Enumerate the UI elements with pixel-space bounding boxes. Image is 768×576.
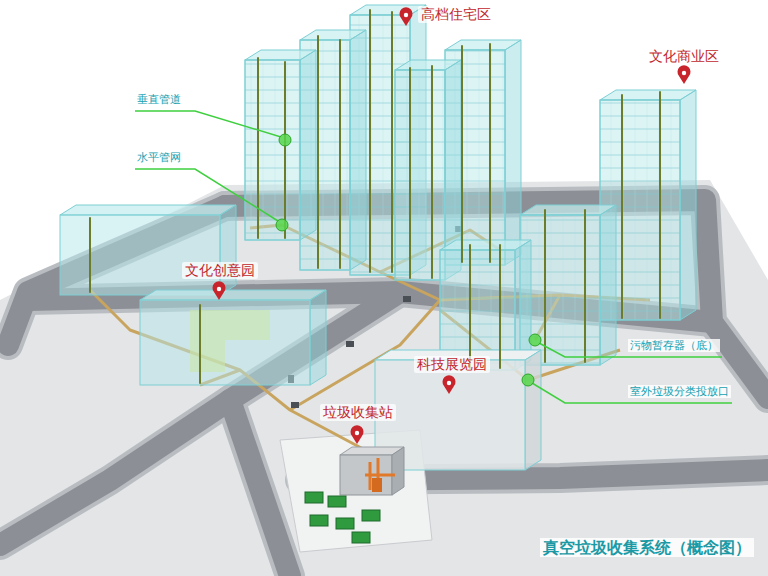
valve <box>346 341 354 347</box>
callout-dot <box>279 134 291 146</box>
floors <box>300 40 350 270</box>
commercial-block <box>520 205 616 365</box>
leader-lines <box>135 111 732 403</box>
pipe <box>90 290 365 450</box>
area-label: 高档住宅区 <box>418 6 494 23</box>
station-wall <box>392 447 404 495</box>
leader-line <box>532 383 732 403</box>
map-pin <box>678 65 691 84</box>
wall <box>505 40 521 265</box>
container <box>328 496 346 507</box>
pipe <box>284 62 286 238</box>
map-pin <box>213 281 226 300</box>
leader-line <box>135 111 281 137</box>
pipe <box>391 12 393 272</box>
callout-dots <box>276 134 541 386</box>
vertical-pipes <box>90 10 660 383</box>
pipe <box>199 305 201 383</box>
facade <box>140 300 310 385</box>
map-pin <box>400 7 413 26</box>
valve <box>403 296 411 302</box>
station-machinery <box>365 458 395 492</box>
pin-hole <box>355 431 359 435</box>
pipe <box>499 245 501 368</box>
buildings <box>60 5 696 470</box>
area-label: 科技展览园 <box>414 356 490 373</box>
wall <box>300 50 316 240</box>
callout-dot <box>522 374 534 386</box>
container <box>352 532 370 543</box>
callout-label: 垂直管道 <box>135 93 183 106</box>
map-pin <box>351 425 364 444</box>
pin-hole <box>682 71 686 75</box>
pipe <box>409 68 411 278</box>
pin-hole <box>217 287 221 291</box>
container <box>362 510 380 521</box>
valve <box>291 402 299 408</box>
area-label: 文化创意园 <box>182 262 258 279</box>
pin-hole <box>447 381 451 385</box>
road <box>0 292 400 545</box>
courtyard <box>190 310 270 372</box>
container <box>336 518 354 529</box>
pipe <box>89 218 91 292</box>
leader-line <box>135 169 278 221</box>
area-label: 垃圾收集站 <box>320 404 396 421</box>
pipe <box>257 58 259 238</box>
wall <box>680 90 696 320</box>
container <box>310 515 328 526</box>
pipe <box>369 10 371 272</box>
road-curb <box>230 400 290 576</box>
tower <box>300 30 366 270</box>
roof <box>140 290 326 300</box>
wall <box>310 290 326 385</box>
floors <box>395 70 445 280</box>
facade <box>395 70 445 280</box>
callout-label: 室外垃圾分类投放口 <box>628 385 731 398</box>
pipe <box>431 66 433 278</box>
creative-park-block <box>60 205 236 295</box>
location-pins <box>213 7 691 444</box>
roof <box>60 205 236 215</box>
pipe <box>621 95 623 318</box>
road-curb <box>0 292 400 545</box>
pipe <box>659 92 661 318</box>
containers <box>305 492 380 543</box>
callout-dot <box>276 219 288 231</box>
callout-label: 污物暂存器（底） <box>628 339 720 352</box>
pipe <box>489 44 491 262</box>
wall <box>220 205 236 295</box>
pipe <box>339 40 341 268</box>
pipe <box>317 36 319 268</box>
wall <box>600 205 616 365</box>
pipe <box>584 210 586 362</box>
callout-dot <box>529 334 541 346</box>
wall <box>525 350 541 470</box>
diagram-title: 真空垃圾收集系统（概念图） <box>540 538 754 557</box>
tower <box>245 50 316 240</box>
floors <box>245 60 300 240</box>
callout-label: 水平管网 <box>135 151 183 164</box>
map-pin <box>442 375 455 394</box>
container <box>305 492 323 503</box>
pin-hole <box>404 13 408 17</box>
separator <box>372 478 382 492</box>
road <box>230 400 290 576</box>
wall <box>350 30 366 270</box>
area-label: 文化商业区 <box>646 48 722 65</box>
facade <box>245 60 300 240</box>
pipe <box>469 245 471 368</box>
creative-park-block <box>140 290 326 385</box>
facade <box>520 215 600 365</box>
facade <box>60 215 220 295</box>
pin-holes <box>217 13 686 435</box>
facade <box>300 40 350 270</box>
pipe <box>544 210 546 362</box>
pipe <box>461 46 463 262</box>
collection-station <box>305 447 404 543</box>
floors <box>520 215 600 365</box>
